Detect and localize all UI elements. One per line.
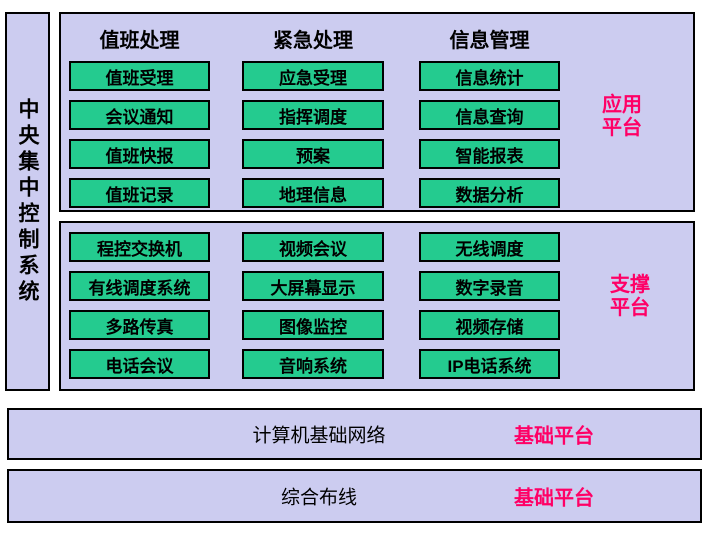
central-control-system-label: 中央集中控制系统 [16,97,39,306]
support-column-1: 程控交换机 有线调度系统 多路传真 电话会议 [69,232,210,379]
node-contingency-plan: 预案 [242,139,384,169]
base-platform-cabling-bar: 综合布线 基础平台 [7,469,702,523]
support-platform-panel: 程控交换机 有线调度系统 多路传真 电话会议 视频会议 大屏幕显示 图像监控 音… [59,221,695,391]
duty-processing-column: 值班受理 会议通知 值班快报 值班记录 [69,61,210,208]
column-header-information-management: 信息管理 [449,30,530,52]
node-video-conference: 视频会议 [242,232,384,262]
node-emergency-acceptance: 应急受理 [242,61,384,91]
node-wired-dispatch-system: 有线调度系统 [69,271,210,301]
node-multichannel-fax: 多路传真 [69,310,210,340]
emergency-processing-column: 应急受理 指挥调度 预案 地理信息 [242,61,384,208]
node-meeting-notice: 会议通知 [69,100,210,130]
column-header-duty-processing: 值班处理 [99,30,180,52]
node-digital-recording: 数字录音 [419,271,560,301]
node-telephone-conference: 电话会议 [69,349,210,379]
computer-basic-network-label: 计算机基础网络 [252,425,386,447]
information-management-column: 信息统计 信息查询 智能报表 数据分析 [419,61,560,208]
base-platform-network-bar: 计算机基础网络 基础平台 [7,408,702,460]
node-ip-telephone-system: IP电话系统 [419,349,560,379]
node-data-analysis: 数据分析 [419,178,560,208]
node-video-storage: 视频存储 [419,310,560,340]
node-duty-bulletin: 值班快报 [69,139,210,169]
node-smart-report: 智能报表 [419,139,560,169]
node-audio-system: 音响系统 [242,349,384,379]
node-info-statistics: 信息统计 [419,61,560,91]
integrated-cabling-label: 综合布线 [280,487,358,509]
node-program-controlled-switch: 程控交换机 [69,232,210,262]
central-control-system-bar: 中央集中控制系统 [5,12,50,391]
application-platform-label: 应用 平台 [602,94,642,140]
support-platform-label: 支撑 平台 [610,274,650,320]
node-wireless-dispatch: 无线调度 [419,232,560,262]
application-platform-label-line1: 应用 [602,94,642,116]
node-info-query: 信息查询 [419,100,560,130]
base-platform-tag-2: 基础平台 [514,487,594,510]
support-column-2: 视频会议 大屏幕显示 图像监控 音响系统 [242,232,384,379]
node-geographic-info: 地理信息 [242,178,384,208]
column-header-emergency-processing: 紧急处理 [273,30,353,52]
application-platform-panel: 值班处理 紧急处理 信息管理 值班受理 会议通知 值班快报 值班记录 应急受理 … [59,12,695,212]
support-platform-label-line2: 平台 [610,297,650,319]
node-duty-record: 值班记录 [69,178,210,208]
application-platform-label-line2: 平台 [602,117,642,139]
node-large-screen-display: 大屏幕显示 [242,271,384,301]
support-platform-label-line1: 支撑 [610,274,650,296]
node-image-monitoring: 图像监控 [242,310,384,340]
node-duty-acceptance: 值班受理 [69,61,210,91]
base-platform-tag-1: 基础平台 [514,425,594,448]
node-command-dispatch: 指挥调度 [242,100,384,130]
support-column-3: 无线调度 数字录音 视频存储 IP电话系统 [419,232,560,379]
